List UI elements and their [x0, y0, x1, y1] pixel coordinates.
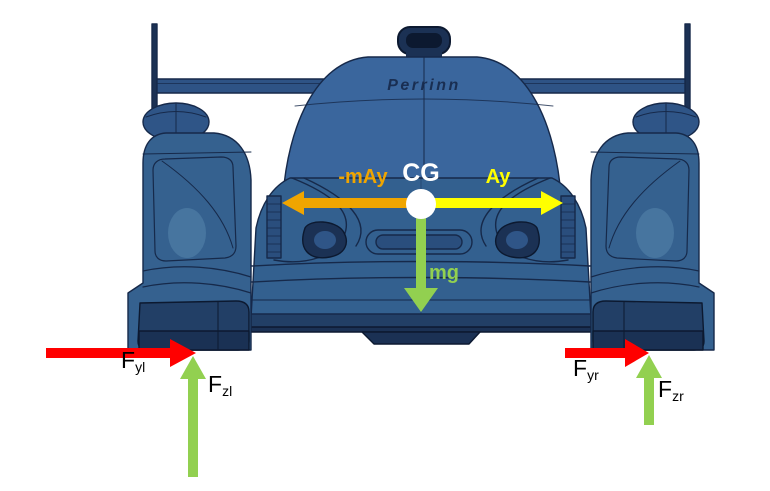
force-label-weight: mg [429, 262, 459, 284]
wing-fin-left [151, 23, 158, 113]
force-subscript: yr [587, 367, 599, 383]
arrow-inertial-left [282, 191, 420, 215]
force-label-tire-right-lateral: Fyr [573, 355, 599, 383]
arrow-tire-left-vertical [180, 356, 206, 477]
arrow-tire-left-lateral [46, 339, 196, 367]
right-wheel-pod [590, 102, 715, 351]
cg-label: CG [402, 159, 440, 187]
car-illustration: Perrinn [127, 23, 715, 351]
fender-access-door [152, 156, 237, 262]
left-wheel-pod [127, 102, 252, 351]
arrow-tire-right-vertical [636, 355, 662, 425]
force-symbol: F [208, 371, 223, 397]
front-splitter-step [361, 331, 481, 345]
wing-fin-right [684, 23, 691, 113]
force-subscript: zr [672, 388, 684, 404]
louver-strip-left [266, 195, 282, 259]
arrow-tire-right-lateral [565, 339, 649, 367]
car-brand-logo: Perrinn [387, 77, 461, 94]
cockpit-canopy: Perrinn [282, 56, 562, 197]
force-label-inertial: -mAy [338, 166, 388, 188]
force-label-lateral: Ay [485, 166, 511, 188]
force-subscript: zl [222, 383, 233, 399]
louver-strip-right [560, 195, 576, 259]
force-symbol: F [121, 347, 136, 373]
force-symbol: F [658, 376, 673, 402]
air-intake-scoop [397, 26, 451, 58]
force-label-tire-left-vertical: Fzl [208, 371, 233, 399]
arrow-lateral-right [422, 191, 563, 215]
force-symbol: F [573, 355, 588, 381]
force-label-tire-left-lateral: Fyl [121, 347, 146, 375]
force-subscript: yl [135, 359, 146, 375]
cg-marker [406, 189, 436, 219]
arrow-weight-down [404, 218, 438, 312]
force-label-tire-right-vertical: Fzr [658, 376, 684, 404]
force-arrows [46, 189, 662, 477]
